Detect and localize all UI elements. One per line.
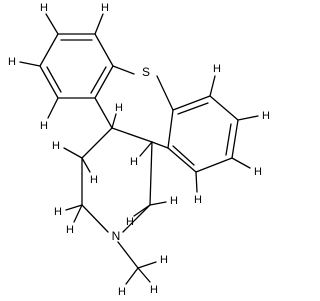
piperidine-ring — [81, 127, 153, 269]
hydrogen-label: H — [101, 2, 109, 14]
hydrogen-label: H — [170, 195, 178, 207]
nitrogen-atom-label: N — [112, 229, 121, 243]
hydrogen-label: H — [213, 63, 221, 75]
hydrogen-label: H — [90, 174, 98, 186]
hydrogen-label: H — [66, 224, 74, 236]
hydrogen-label: H — [52, 140, 60, 152]
hydrogen-label: H — [150, 284, 158, 296]
hydrogen-label: H — [262, 110, 270, 122]
structure-canvas: S N H H H H H H H H H H H H H H H H H H … — [8, 2, 270, 298]
molecule-diagram: S N H H H H H H H H H H H H H H H H H H … — [8, 2, 270, 298]
atom-labels: S N — [112, 65, 150, 243]
right-benzene-ring — [167, 95, 239, 173]
thiepine-ring — [94, 65, 174, 149]
hydrogen-label: H — [115, 102, 123, 114]
left-benzene-ring — [39, 33, 114, 99]
hydrogen-label: H — [40, 2, 48, 14]
hydrogen-bonds — [19, 13, 259, 285]
hydrogen-label: H — [54, 206, 62, 218]
hydrogen-label: H — [160, 254, 168, 266]
hydrogen-label: H — [126, 216, 134, 228]
hydrogen-label: H — [194, 194, 202, 206]
sulfur-atom-label: S — [142, 65, 150, 79]
hydrogen-labels: H H H H H H H H H H H H H H H H H H H — [8, 2, 270, 298]
hydrogen-label: H — [118, 286, 126, 298]
hydrogen-label: H — [254, 166, 262, 178]
hydrogen-label: H — [40, 120, 48, 132]
hydrogen-label: H — [130, 156, 138, 168]
hydrogen-label: H — [8, 56, 16, 68]
